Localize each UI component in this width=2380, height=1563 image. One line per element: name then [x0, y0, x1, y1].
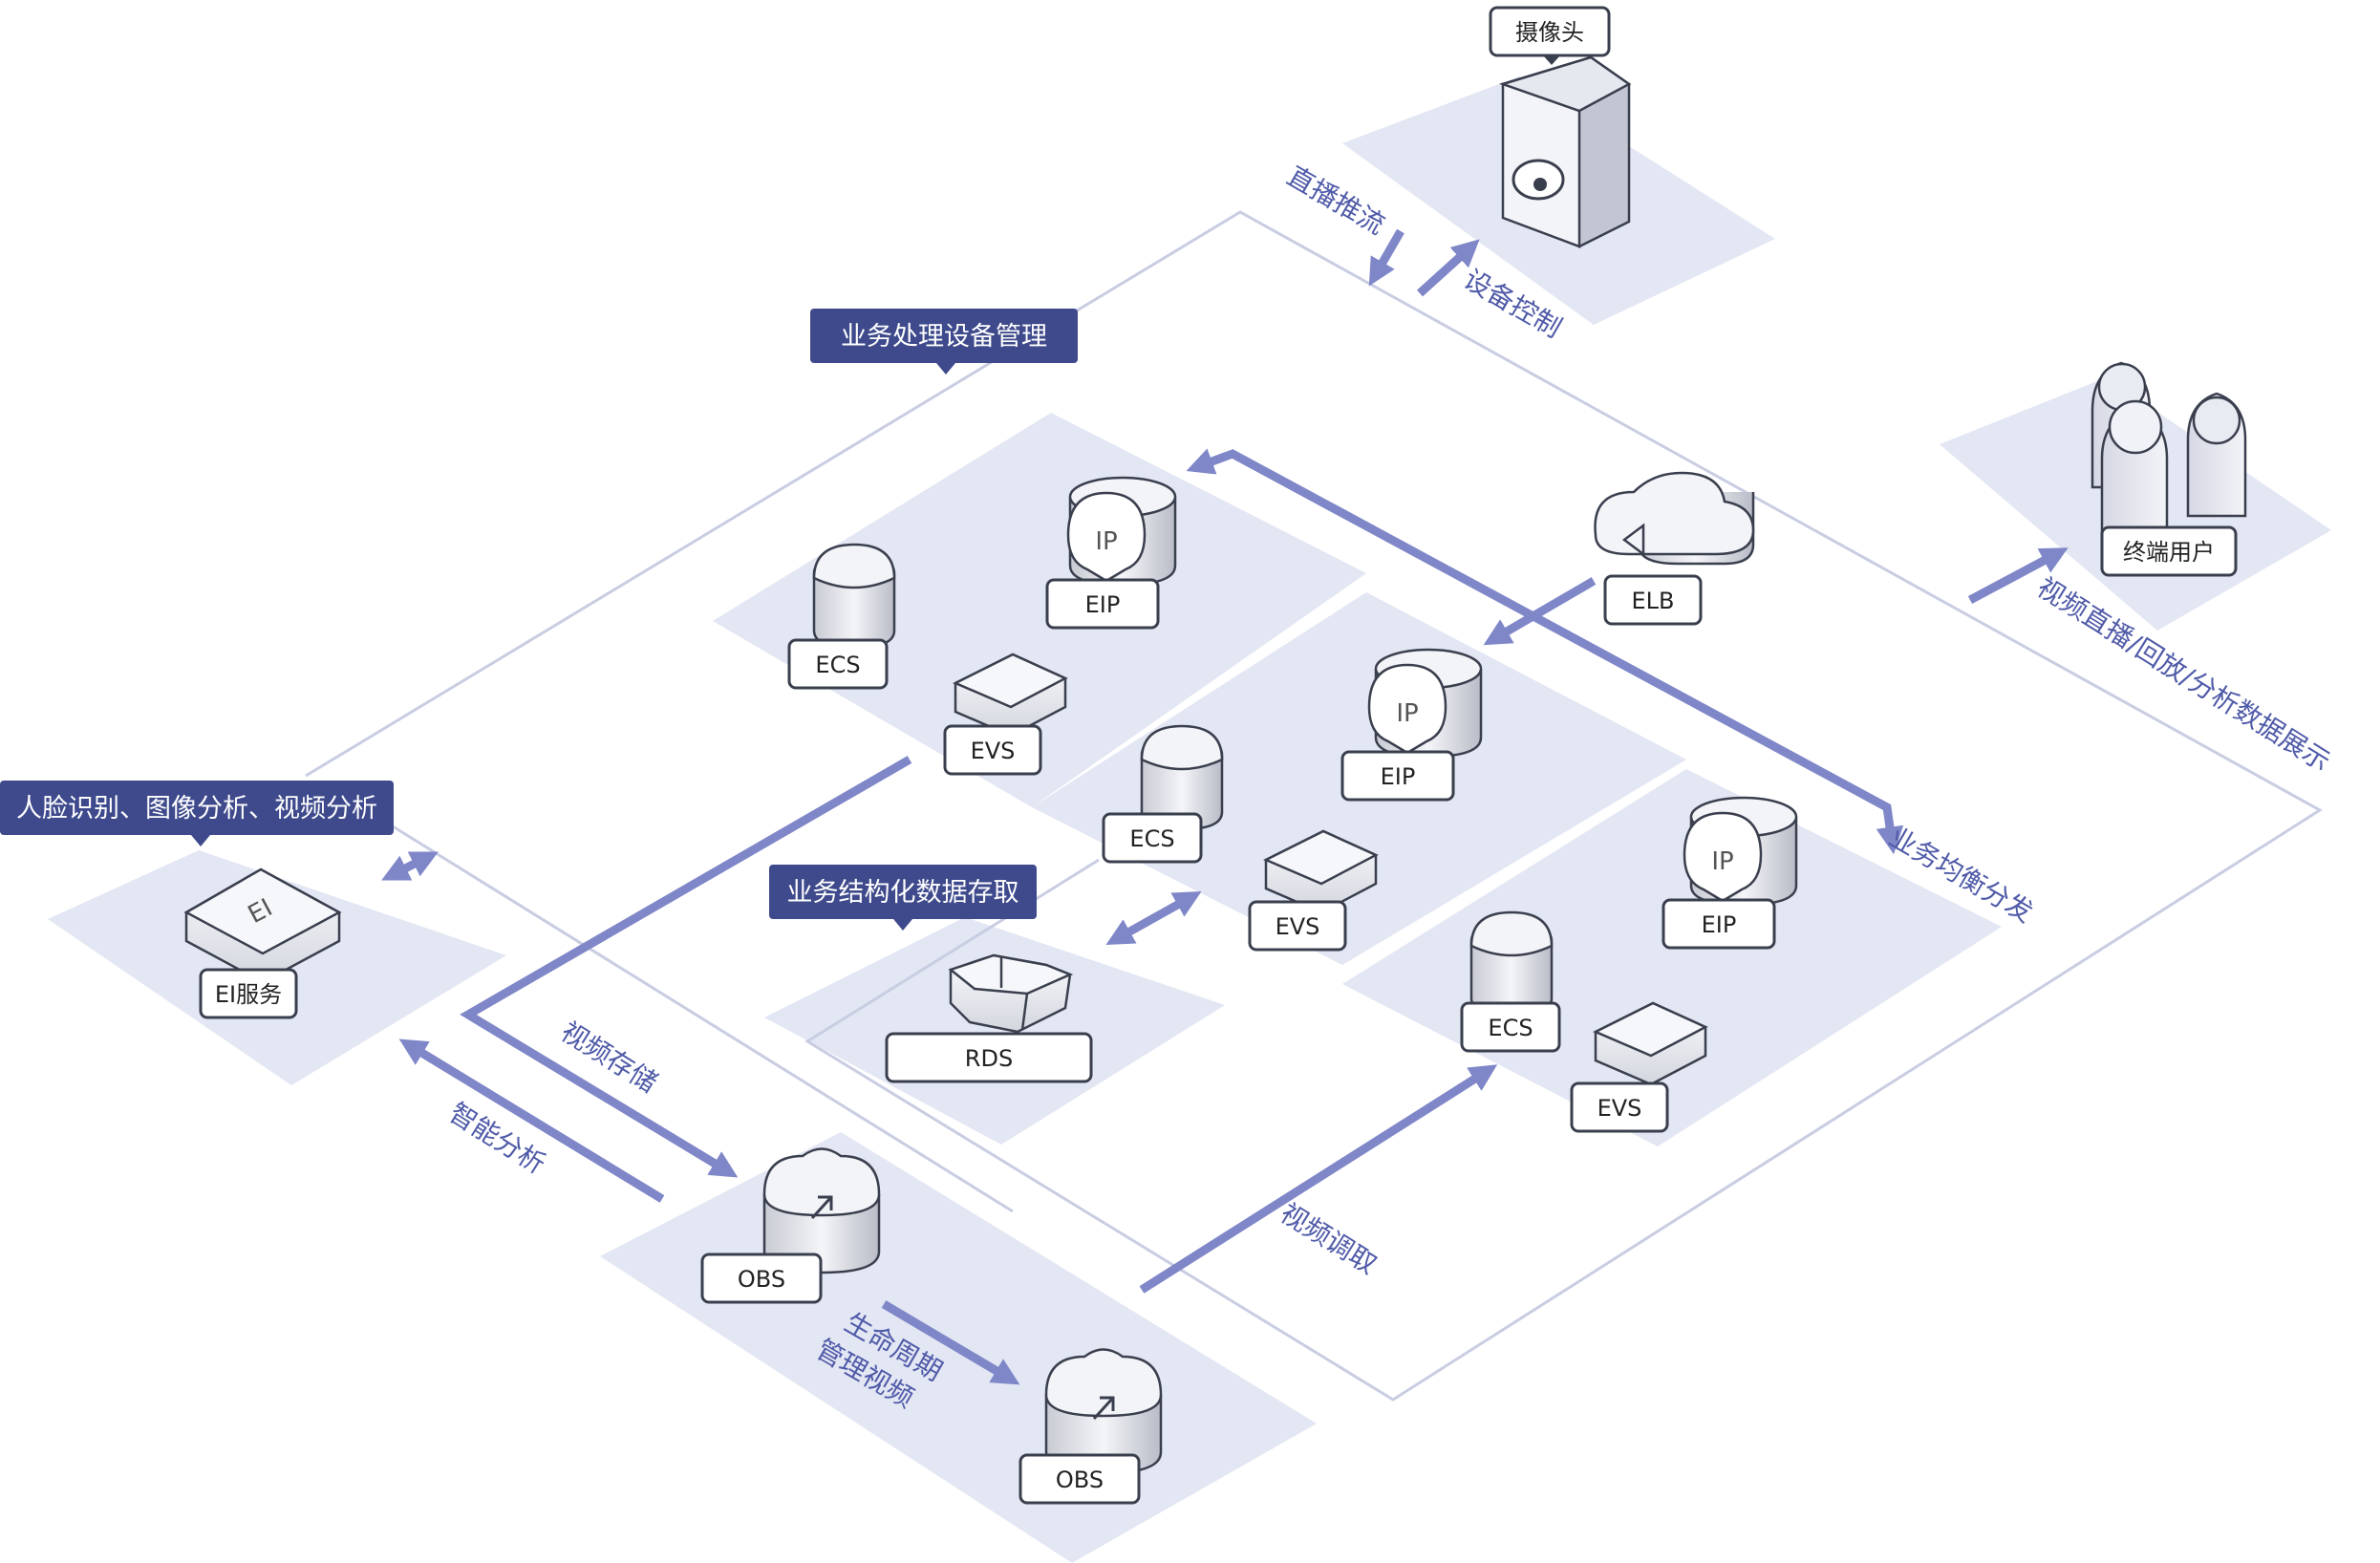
dark-label-ai-analysis-text: 人脸识别、图像分析、视频分析: [16, 794, 377, 824]
load-balance-path: [1186, 448, 1904, 855]
rds-plate: [764, 917, 1225, 1145]
group3-evs-icon: [1593, 1001, 1708, 1086]
rds-label-text: RDS: [965, 1045, 1013, 1072]
group1-ecs-label-text: ECS: [815, 652, 860, 678]
group2-eip-icon: IP: [1367, 648, 1483, 759]
group1-ip-glyph: IP: [1095, 527, 1117, 556]
dark-label-structured-data-text: 业务结构化数据存取: [787, 878, 1019, 908]
flow-arrows: [381, 228, 2069, 1385]
end-users-label-text: 终端用户: [2123, 539, 2215, 566]
ei-label: EI服务: [199, 968, 298, 1019]
group2-evs-label: EVS: [1248, 900, 1347, 952]
group3-ip-glyph: IP: [1711, 847, 1733, 876]
group2-ip-glyph: IP: [1396, 699, 1418, 728]
ei-label-text: EI服务: [215, 981, 282, 1008]
group1-eip-icon: IP: [1066, 476, 1177, 587]
group1-evs-label-text: EVS: [971, 738, 1016, 764]
video-storage-path: [460, 756, 912, 1178]
obs1-icon: [762, 1147, 881, 1274]
group3-evs-label: EVS: [1570, 1081, 1669, 1133]
group1-ecs-icon: [812, 543, 896, 650]
group1-eip-label: EIP: [1045, 578, 1160, 630]
rds-link-arrow: [1105, 890, 1202, 946]
dark-label-business-mgmt-text: 业务处理设备管理: [841, 322, 1047, 352]
dark-label-ai-analysis: 人脸识别、图像分析、视频分析: [0, 781, 394, 846]
device-control-arrow: [1416, 239, 1480, 297]
end-users-label: 终端用户: [2100, 525, 2238, 577]
group1-evs-label: EVS: [943, 724, 1042, 776]
elb-icon: [1594, 471, 1755, 566]
smart-analysis-arrow: [398, 1038, 665, 1203]
frame-lines: [305, 210, 2323, 1402]
video-retrieval-arrow: [1139, 1064, 1498, 1294]
live-push-arrow: [1368, 228, 1404, 287]
group3-ecs-label-text: ECS: [1488, 1015, 1533, 1041]
group1-eip-label-text: EIP: [1085, 591, 1121, 618]
end-users-icon: [2091, 361, 2247, 546]
group2-eip-label: EIP: [1340, 750, 1455, 802]
live-push-label: 直播推流: [1282, 160, 1391, 241]
group2-eip-label-text: EIP: [1381, 763, 1416, 790]
obs2-label: OBS: [1018, 1453, 1141, 1505]
group2-ecs-icon: [1140, 724, 1224, 831]
ei-link-arrow: [381, 851, 439, 881]
obs2-label-text: OBS: [1056, 1467, 1104, 1493]
elb-label-text: ELB: [1632, 588, 1675, 614]
rds-icon: [948, 953, 1074, 1034]
elb-to-group2-arrow: [1483, 577, 1597, 646]
group2-ecs-label-text: ECS: [1129, 825, 1174, 852]
lifecycle-arrow: [881, 1300, 1020, 1385]
rds-label: RDS: [885, 1032, 1093, 1083]
video-storage-label: 视频存储: [555, 1016, 662, 1099]
ei-connector-line: [376, 815, 1014, 1213]
group3-evs-label-text: EVS: [1597, 1095, 1642, 1122]
group3-eip-label: EIP: [1662, 898, 1776, 950]
outer-frame: [305, 210, 2323, 1402]
group1-ecs-label: ECS: [787, 638, 889, 690]
camera-label-text: 摄像头: [1515, 19, 1584, 46]
group3-eip-icon: IP: [1683, 796, 1798, 907]
dark-label-business-mgmt: 业务处理设备管理: [810, 309, 1078, 375]
camera-icon: [1498, 55, 1632, 248]
group1-evs-icon: [953, 653, 1068, 738]
group2-ecs-label: ECS: [1102, 812, 1203, 864]
group2-evs-icon: [1263, 829, 1379, 914]
group3-ecs-icon: [1469, 910, 1554, 1017]
video-retrieval-label: 视频调取: [1275, 1197, 1382, 1280]
group2-evs-label-text: EVS: [1276, 913, 1320, 940]
smart-analysis-label: 智能分析: [443, 1097, 550, 1180]
dark-label-structured-data: 业务结构化数据存取: [769, 865, 1037, 931]
obs1-label-text: OBS: [738, 1266, 785, 1293]
group3-ecs-label: ECS: [1460, 1001, 1561, 1053]
elb-label: ELB: [1603, 574, 1703, 626]
display-arrow: [1967, 547, 2069, 604]
obs1-label: OBS: [700, 1253, 823, 1304]
group3-eip-label-text: EIP: [1702, 911, 1737, 938]
ei-icon: EI: [183, 867, 342, 984]
camera-label: 摄像头: [1489, 6, 1611, 65]
